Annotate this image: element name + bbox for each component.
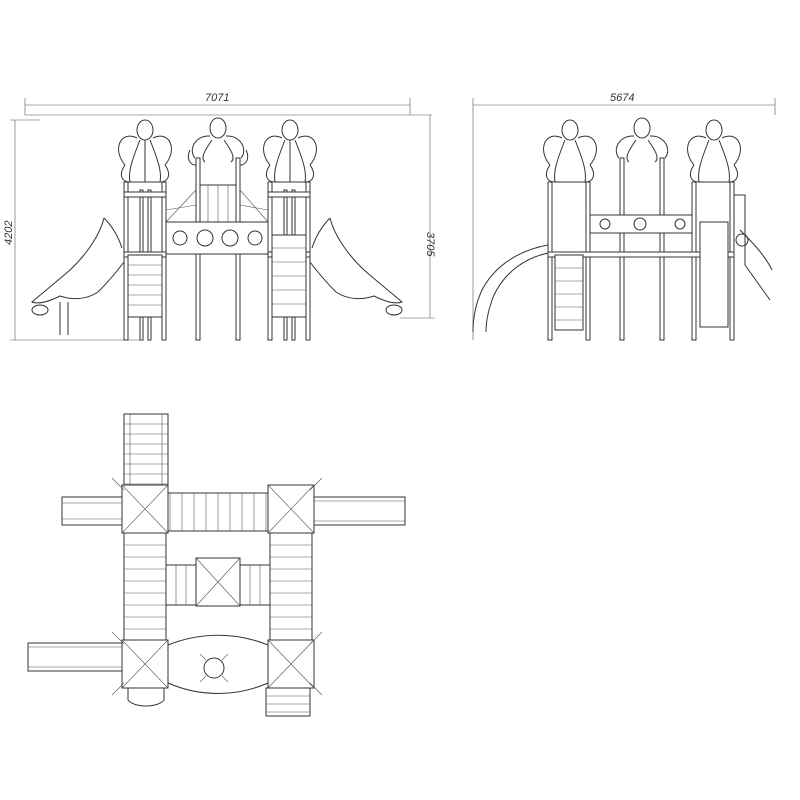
octopus-ornament-right	[263, 119, 317, 183]
front-height-dimension-right: 3705	[424, 232, 436, 257]
front-height-dimension-left: 4202	[3, 221, 15, 245]
front-width-dimension: 7071	[205, 92, 229, 104]
dolphin-slide-right	[309, 217, 403, 316]
ladder-left	[127, 254, 163, 318]
side-width-dimension: 5674	[610, 92, 634, 104]
dolphin-slide-left	[31, 217, 125, 335]
octopus-ornament-side-left	[543, 119, 597, 183]
ladder-right	[271, 234, 307, 318]
plan-view	[27, 413, 406, 717]
side-view: 5674	[472, 92, 776, 341]
octopus-ornament-side-middle	[615, 117, 669, 163]
front-view: 7071 4202 3705	[3, 92, 436, 341]
panel-bridge	[165, 189, 269, 255]
octopus-ornament-left	[118, 119, 172, 183]
octopus-ornament-side-right	[687, 119, 741, 183]
